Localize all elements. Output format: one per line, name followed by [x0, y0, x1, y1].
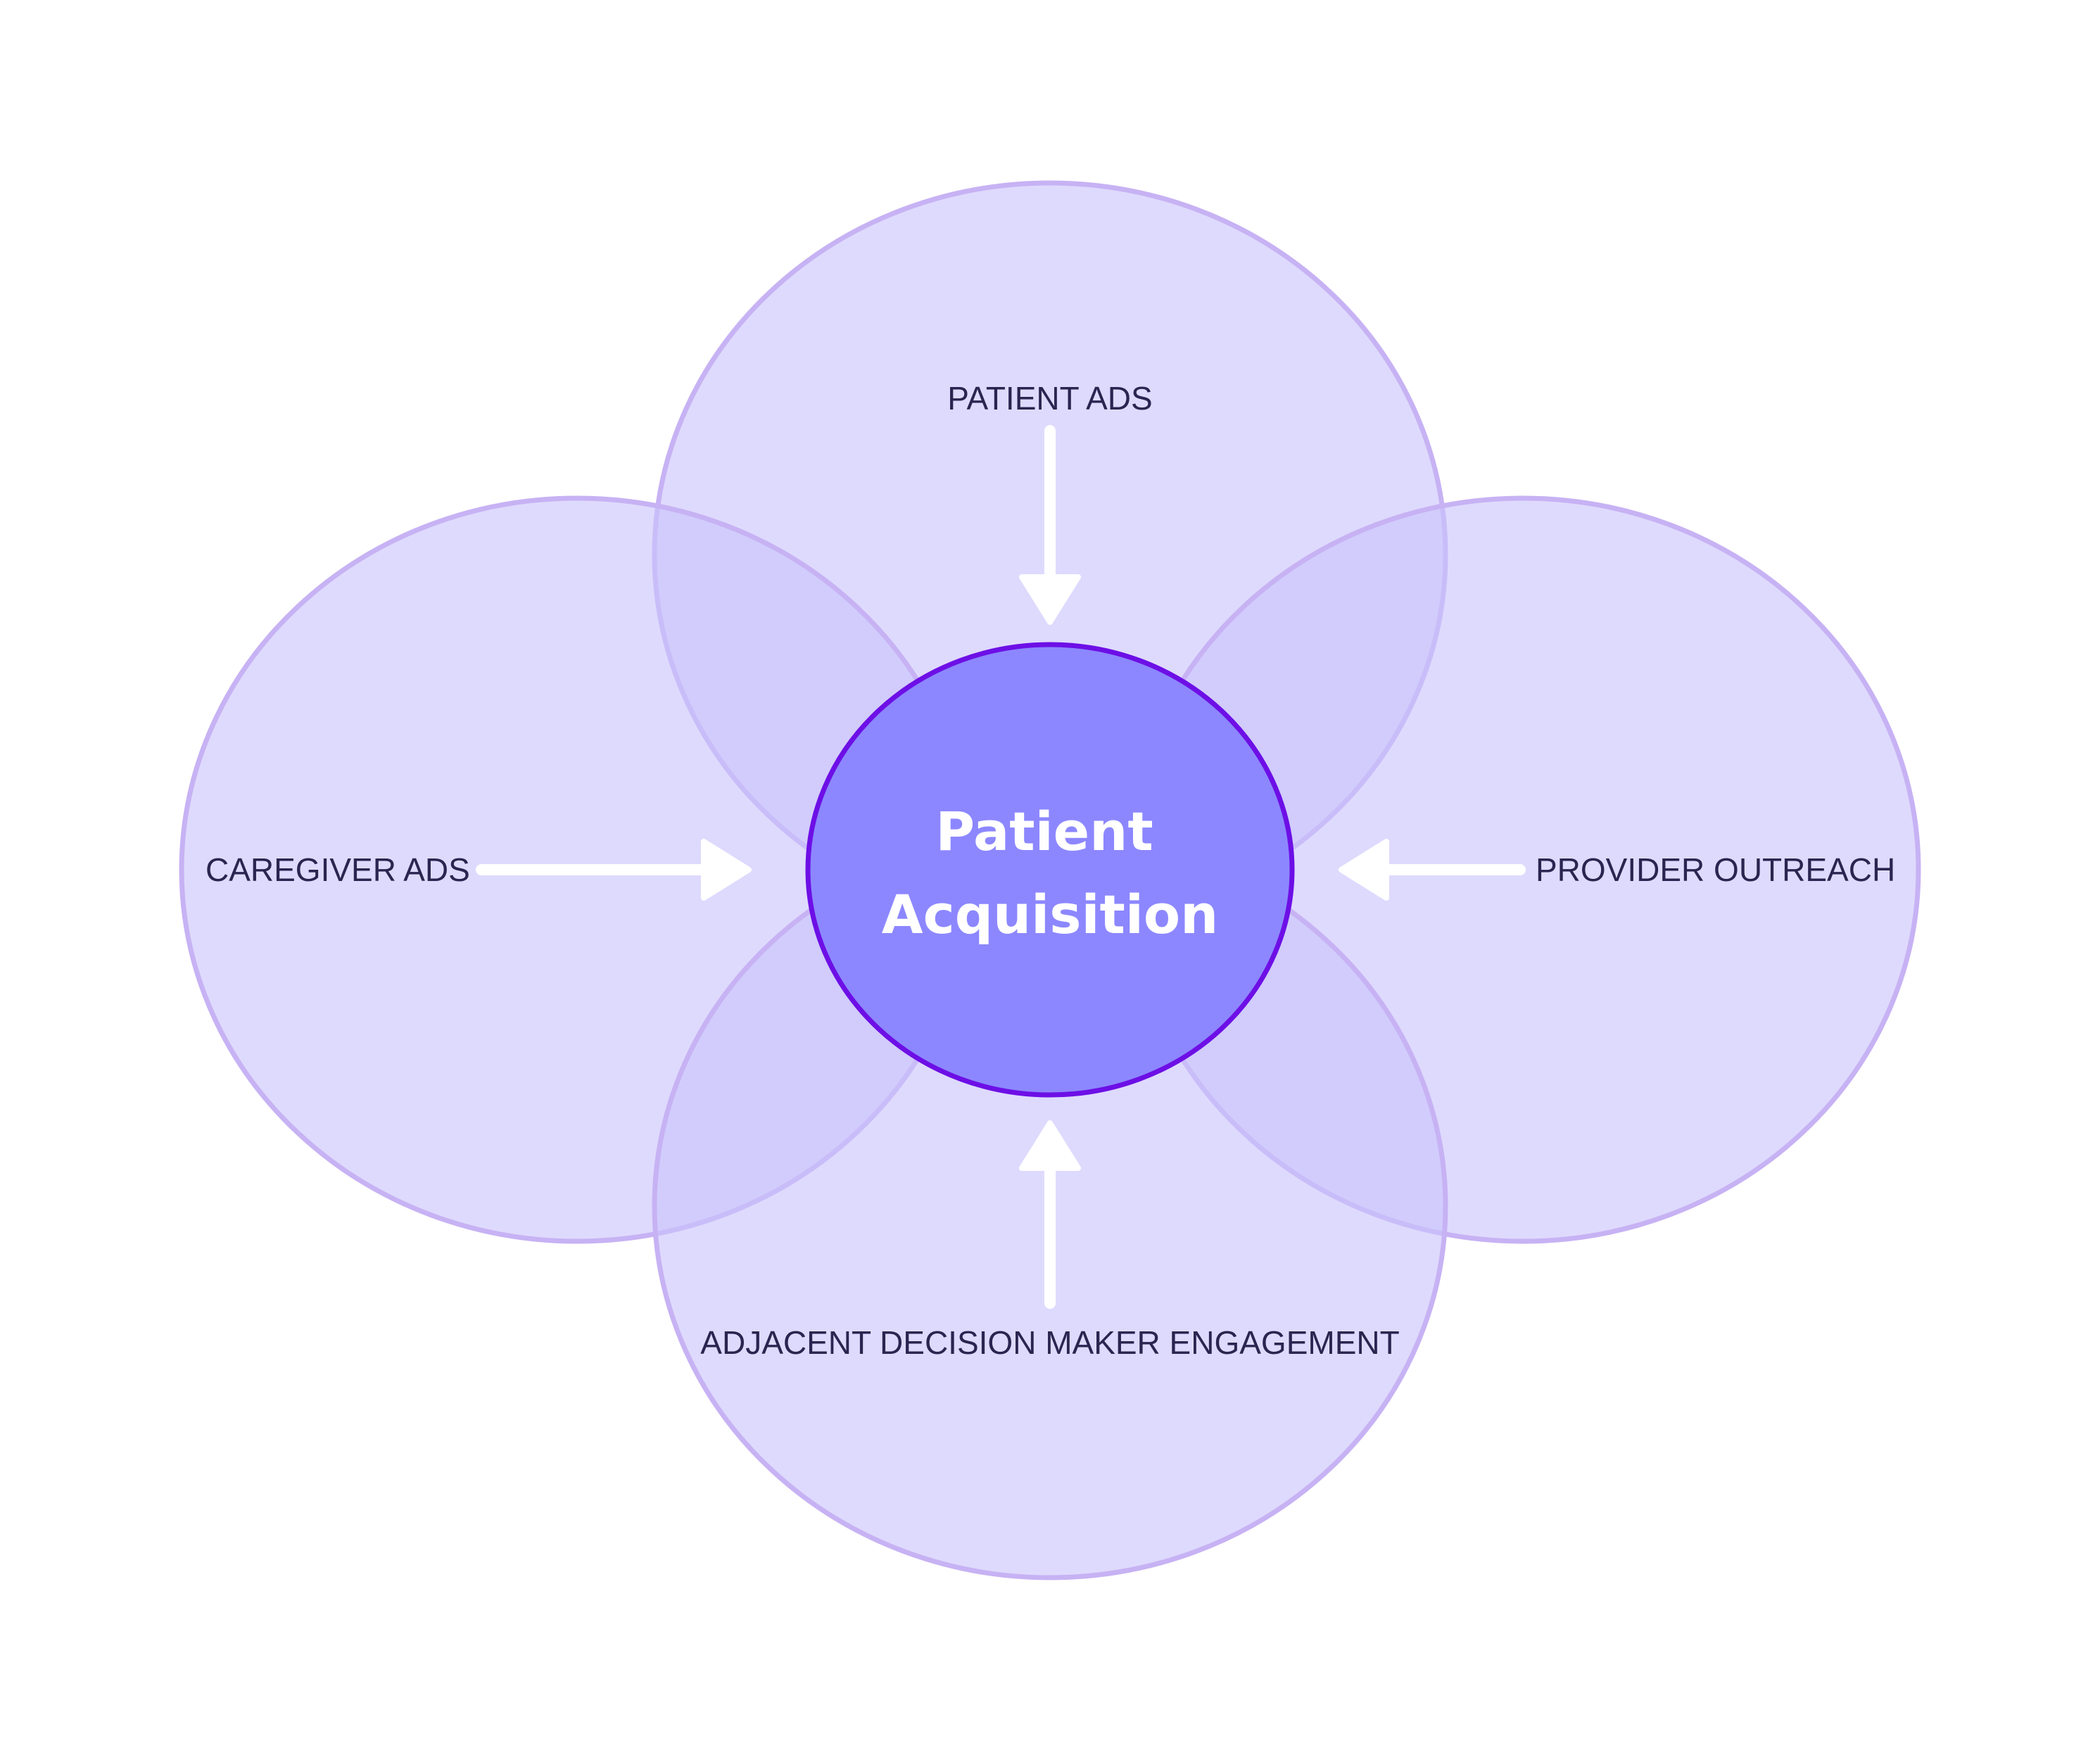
center-ellipse — [805, 642, 1295, 1098]
center-title-line2: Acquisition — [882, 883, 1218, 946]
arrow-left — [476, 839, 752, 901]
arrow-top — [1019, 425, 1081, 625]
label-provider-outreach: PROVIDER OUTREACH — [1536, 851, 1895, 888]
label-patient-ads: PATIENT ADS — [947, 380, 1152, 417]
arrow-bottom — [1019, 1120, 1081, 1309]
arrows — [476, 425, 1526, 1309]
label-caregiver-ads: CAREGIVER ADS — [205, 851, 470, 888]
center-title-line1: Patient — [935, 800, 1153, 863]
arrow-right — [1339, 839, 1526, 901]
label-adjacent-decision-maker-engagement: ADJACENT DECISION MAKER ENGAGEMENT — [700, 1324, 1399, 1361]
